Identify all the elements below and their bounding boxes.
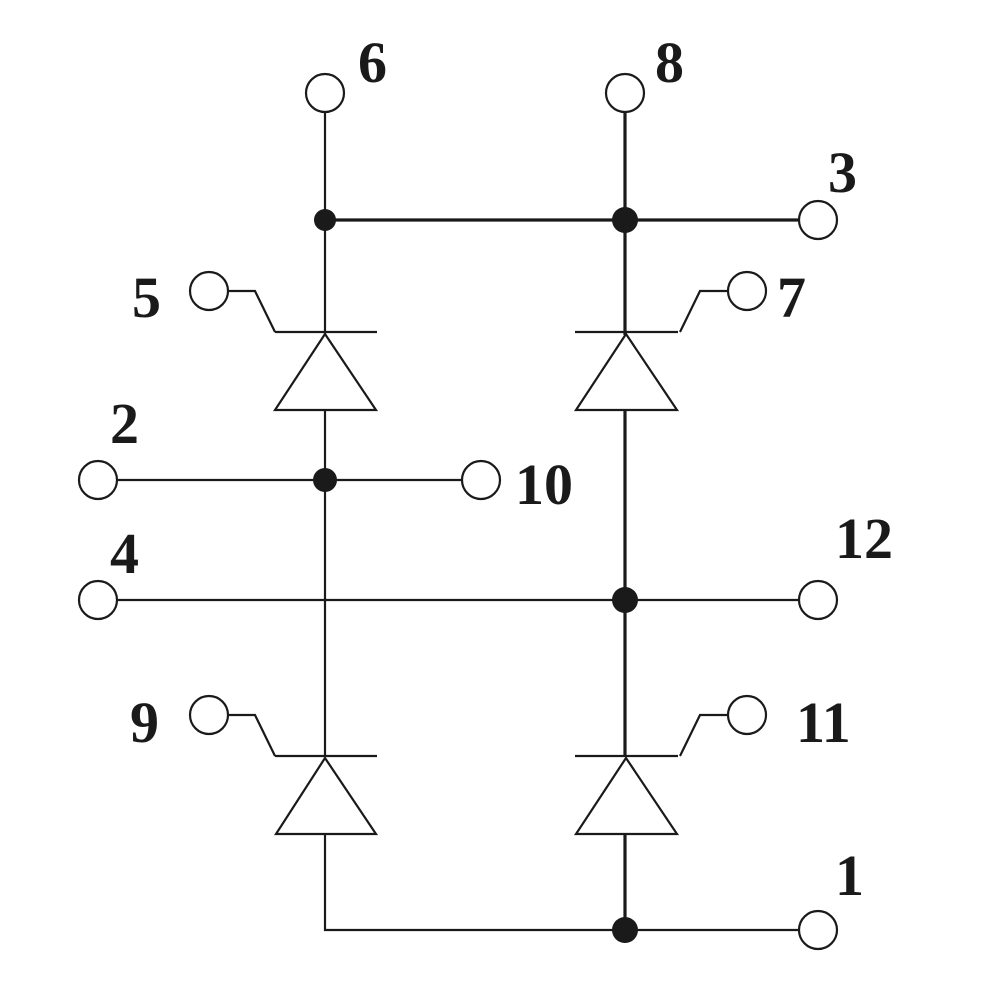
terminal-label-5: 5: [132, 265, 161, 330]
terminal-label-7: 7: [777, 265, 806, 330]
terminal-circle-3: [797, 199, 839, 241]
terminal-circle-7: [726, 270, 768, 312]
terminal-circle-12: [797, 579, 839, 621]
terminal-label-11: 11: [796, 690, 851, 755]
terminal-label-6: 6: [358, 30, 387, 95]
terminal-label-3: 3: [828, 140, 857, 205]
terminal-label-9: 9: [130, 690, 159, 755]
thyristor-upper-right: [573, 330, 680, 412]
junction-top-right: [612, 207, 638, 233]
junction-right-middle: [612, 587, 638, 613]
gate-lead-7: [679, 289, 728, 333]
terminal-circle-10: [460, 459, 502, 501]
terminal-circle-11: [726, 694, 768, 736]
terminal-label-8: 8: [655, 30, 684, 95]
thyristor-lower-left: [273, 754, 379, 836]
terminal-label-10: 10: [515, 452, 573, 517]
thyristor-lower-right: [573, 754, 680, 836]
junction-top-left: [314, 209, 336, 231]
gate-lead-5: [228, 289, 276, 333]
junction-bottom-right: [612, 917, 638, 943]
terminal-circle-6: [304, 72, 346, 114]
terminal-label-4: 4: [110, 521, 139, 586]
terminal-circle-9: [188, 694, 230, 736]
wire-left-bottom: [323, 835, 625, 932]
gate-lead-9: [228, 713, 276, 757]
terminal-label-2: 2: [110, 391, 139, 456]
junction-left-middle: [313, 468, 337, 492]
terminal-circle-1: [797, 909, 839, 951]
thyristor-upper-left: [272, 330, 379, 412]
terminal-circle-8: [604, 72, 646, 114]
terminal-circle-5: [188, 270, 230, 312]
terminal-circle-4: [77, 579, 119, 621]
terminal-circle-2: [77, 459, 119, 501]
terminal-label-1: 1: [835, 843, 864, 908]
terminal-label-12: 12: [835, 506, 893, 571]
gate-lead-11: [679, 713, 728, 757]
